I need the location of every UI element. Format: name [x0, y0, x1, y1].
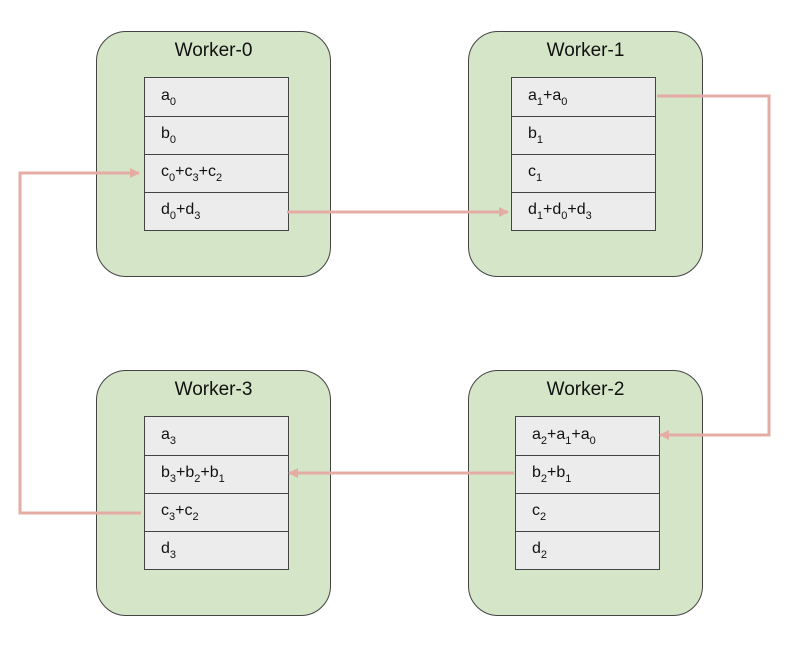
worker-0-box: Worker-0 a0 b0 c0+c3+c2 d0+d3 — [96, 31, 331, 277]
cell-term: +c2 — [175, 502, 199, 523]
cell-term: +a0 — [543, 86, 568, 108]
term-index: 2 — [540, 549, 548, 561]
worker-0-cells: a0 b0 c0+c3+c2 d0+d3 — [144, 77, 289, 231]
cell-term: +d3 — [176, 201, 201, 222]
cell-c: c3+c2 — [145, 493, 288, 531]
cell-term: +a0 — [571, 425, 596, 447]
cell-term: +c2 — [198, 163, 223, 184]
worker-3-cells: a3 b3+b2+b1 c3+c2 d3 — [144, 416, 289, 570]
cell-d: d3 — [145, 531, 288, 569]
term-index: 0 — [169, 210, 177, 222]
cell-term: +c3 — [175, 163, 199, 184]
term-index: 0 — [169, 172, 176, 184]
term-index: 3 — [192, 172, 199, 184]
cell-term: a2 — [532, 425, 548, 447]
cell-term: +a1 — [547, 425, 572, 447]
term-index: 1 — [536, 210, 544, 222]
cell-term: a1 — [528, 86, 544, 108]
term-index: 3 — [169, 473, 177, 485]
cell-c: c1 — [512, 154, 655, 192]
term-index: 0 — [169, 134, 177, 146]
term-index: 2 — [194, 473, 201, 485]
worker-title: Worker-1 — [546, 40, 625, 61]
cell-term: a3 — [161, 425, 177, 447]
cell-term: b2 — [532, 464, 548, 485]
cell-term: d3 — [161, 540, 177, 561]
cell-b: b3+b2+b1 — [145, 455, 288, 493]
term-index: 3 — [169, 549, 177, 561]
term-index: 1 — [536, 95, 544, 108]
cell-term: b3 — [161, 464, 177, 485]
cell-term: +d0 — [543, 201, 568, 222]
worker-3-box: Worker-3 a3 b3+b2+b1 c3+c2 d3 — [96, 370, 331, 616]
cell-a: a3 — [145, 417, 288, 455]
worker-2-cells: a2+a1+a0 b2+b1 c2 d2 — [515, 416, 660, 570]
worker-title: Worker-2 — [546, 379, 625, 400]
cell-b: b1 — [512, 116, 655, 154]
cell-d: d0+d3 — [145, 192, 288, 230]
cell-term: a0 — [161, 86, 177, 108]
term-index: 3 — [194, 210, 201, 222]
worker-2-box: Worker-2 a2+a1+a0 b2+b1 c2 d2 — [468, 370, 703, 616]
cell-term: +d3 — [567, 201, 592, 222]
worker-1-box: Worker-1 a1+a0 b1 c1 d1+d0+d3 — [468, 31, 703, 277]
cell-term: c3 — [161, 502, 176, 523]
cell-b: b2+b1 — [516, 455, 659, 493]
cell-term: b0 — [161, 125, 177, 146]
cell-c: c0+c3+c2 — [145, 154, 288, 192]
cell-a: a1+a0 — [512, 78, 655, 116]
cell-c: c2 — [516, 493, 659, 531]
cell-d: d2 — [516, 531, 659, 569]
cell-term: d2 — [532, 540, 548, 561]
cell-term: c1 — [528, 163, 543, 184]
cell-term: +b2 — [176, 464, 201, 485]
cell-term: c0 — [161, 163, 176, 184]
term-index: 1 — [218, 473, 225, 485]
cell-term: d1 — [528, 201, 544, 222]
worker-title: Worker-3 — [174, 379, 253, 400]
cell-term: d0 — [161, 201, 177, 222]
term-index: 0 — [589, 434, 596, 447]
term-index: 2 — [540, 473, 548, 485]
term-index: 1 — [536, 134, 544, 146]
worker-title: Worker-0 — [174, 40, 253, 61]
cell-term: b1 — [528, 125, 544, 146]
cell-b: b0 — [145, 116, 288, 154]
term-index: 1 — [565, 434, 572, 447]
cell-term: c2 — [532, 502, 547, 523]
cell-term: +b1 — [547, 464, 572, 485]
term-index: 0 — [561, 210, 568, 222]
term-index: 0 — [561, 95, 568, 108]
term-index: 1 — [536, 172, 543, 184]
term-index: 2 — [540, 434, 548, 447]
term-index: 1 — [565, 473, 572, 485]
term-index: 2 — [192, 511, 199, 523]
term-index: 3 — [585, 210, 592, 222]
term-index: 2 — [215, 172, 223, 184]
cell-a: a0 — [145, 78, 288, 116]
cell-a: a2+a1+a0 — [516, 417, 659, 455]
cell-d: d1+d0+d3 — [512, 192, 655, 230]
term-index: 2 — [540, 511, 547, 523]
term-index: 3 — [169, 511, 176, 523]
term-index: 3 — [169, 434, 177, 447]
worker-1-cells: a1+a0 b1 c1 d1+d0+d3 — [511, 77, 656, 231]
cell-term: +b1 — [200, 464, 225, 485]
term-index: 0 — [169, 95, 177, 108]
